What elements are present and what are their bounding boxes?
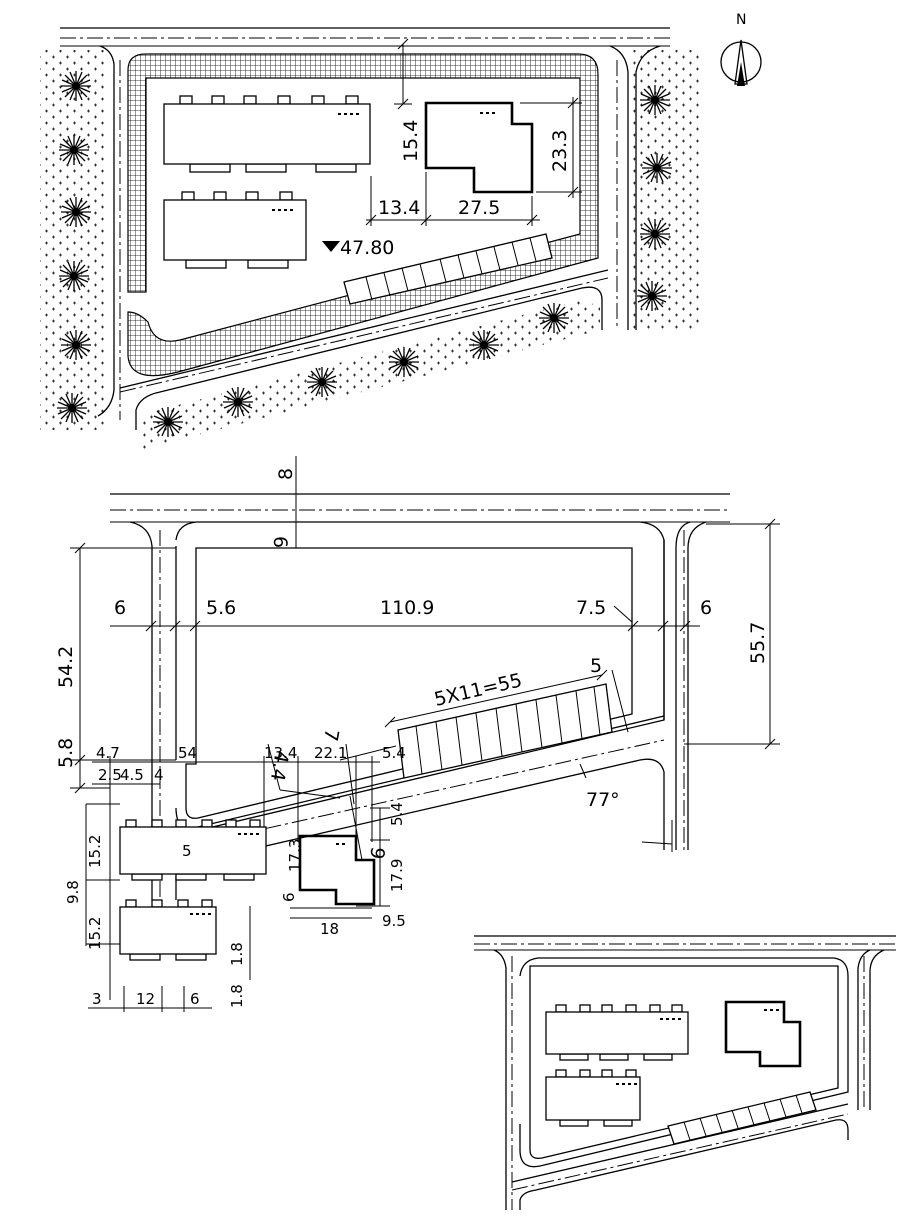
dim-17-9: 17.9 xyxy=(388,859,406,892)
dim-54: 54 xyxy=(178,744,197,762)
dim-9-8: 9.8 xyxy=(64,880,82,904)
dim-depth-55-7: 55.7 xyxy=(747,622,769,664)
dim-6-a: 6 xyxy=(280,892,298,902)
dim-length-110-9: 110.9 xyxy=(380,597,434,619)
dim-stall-5: 5 xyxy=(590,655,602,677)
dimension-lines-top xyxy=(322,38,582,252)
building-detail-dimensions xyxy=(85,756,390,1012)
elevation-marker-icon xyxy=(322,241,340,252)
dim-15-2-a: 15.2 xyxy=(86,835,104,868)
elevation-label: 47.80 xyxy=(340,237,394,259)
planting-area-east xyxy=(632,50,700,330)
dim-5: 5 xyxy=(182,842,192,860)
dim-offset-width: 13.4 xyxy=(378,197,420,219)
dim-5-4-b: 5.4 xyxy=(388,802,406,826)
dim-6-b: 6 xyxy=(190,990,200,1008)
dim-east-height: 23.3 xyxy=(549,130,571,172)
building-block-2 xyxy=(163,191,307,269)
dim-2-5: 2.5 xyxy=(98,766,122,784)
simplified-site-plan xyxy=(474,935,896,1210)
planting-area-south xyxy=(140,300,600,450)
dim-17-3: 17.3 xyxy=(286,839,304,872)
dim-1-8-b: 1.8 xyxy=(228,984,246,1008)
dim-9-5: 9.5 xyxy=(382,912,406,930)
north-label: N xyxy=(736,12,746,28)
dim-road-width-8: 8 xyxy=(275,468,297,480)
north-arrow: N xyxy=(720,12,762,86)
dim-angle-77: 77° xyxy=(586,789,620,811)
parking-row-middle xyxy=(397,683,613,779)
dim-3: 3 xyxy=(92,990,102,1008)
dim-depth-54-2: 54.2 xyxy=(55,646,77,688)
building-east-l-shaped xyxy=(424,101,534,194)
dim-5-4-a: 5.4 xyxy=(382,744,406,762)
dimension-lines-middle xyxy=(70,456,780,861)
dim-1-8-a: 1.8 xyxy=(228,942,246,966)
hatched-perimeter-walkway xyxy=(127,53,599,377)
dim-gap-4-4: 4.4 xyxy=(266,749,293,783)
dim-stall-depth-7: 7 xyxy=(319,727,343,743)
dim-4: 4 xyxy=(154,766,164,784)
dim-walk-5-6: 5.6 xyxy=(206,597,236,619)
dim-setback-6-left: 6 xyxy=(114,597,126,619)
parking-row-top xyxy=(343,233,553,305)
dim-13-4: 13.4 xyxy=(264,744,297,762)
dim-east-width: 27.5 xyxy=(458,197,500,219)
dim-4-7: 4.7 xyxy=(96,744,120,762)
dim-22-1: 22.1 xyxy=(314,744,347,762)
site-plan-top: 15.4 23.3 13.4 27.5 47.80 N xyxy=(40,12,762,450)
dim-road-9: 9 xyxy=(365,845,389,861)
dim-setback-6-top: 6 xyxy=(269,536,291,548)
dim-road-5-8: 5.8 xyxy=(55,738,77,768)
planting-area-west xyxy=(40,50,104,430)
dim-walk-7-5: 7.5 xyxy=(576,597,606,619)
dim-top-gap: 15.4 xyxy=(400,120,422,162)
building-block-1 xyxy=(163,95,371,173)
dim-15-2-b: 15.2 xyxy=(86,917,104,950)
dim-12: 12 xyxy=(136,990,155,1008)
dim-4-5: 4.5 xyxy=(120,766,144,784)
dim-setback-6-right: 6 xyxy=(700,597,712,619)
dim-18: 18 xyxy=(320,920,339,938)
